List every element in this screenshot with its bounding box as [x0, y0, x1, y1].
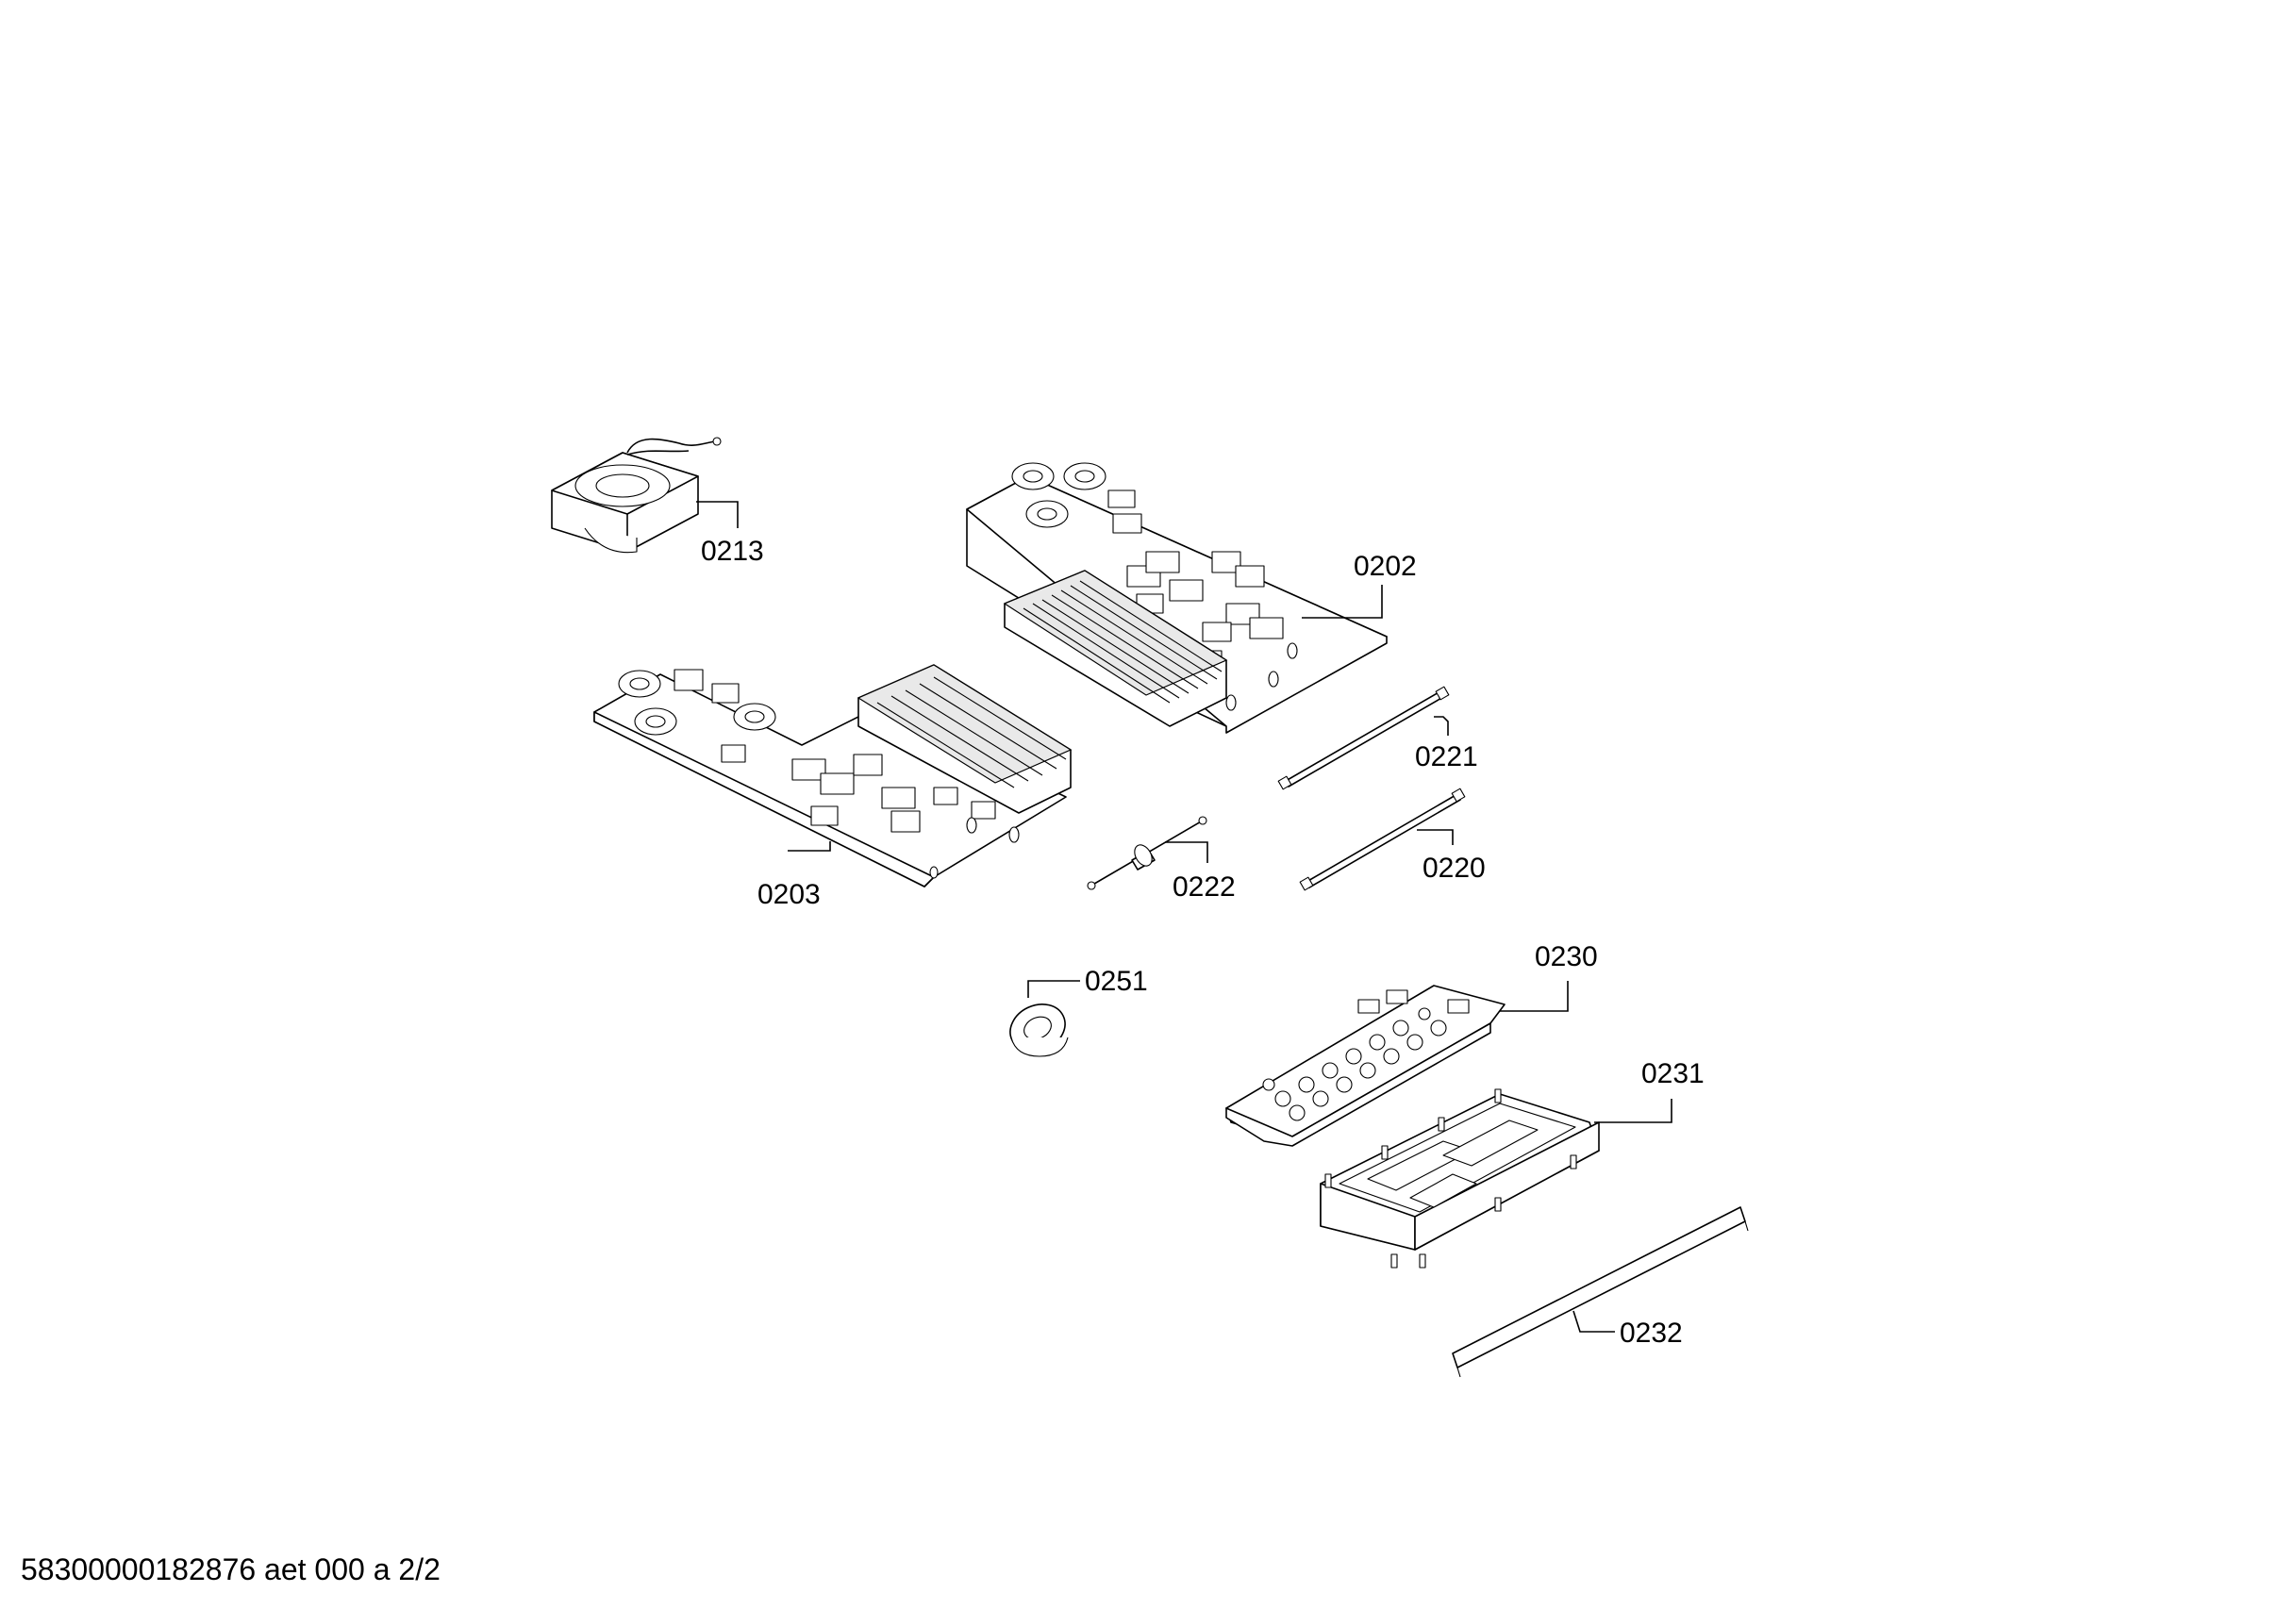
- part-0202-power-board[interactable]: [966, 462, 1388, 734]
- label-0251: 0251: [1085, 966, 1148, 997]
- label-0202: 0202: [1354, 551, 1417, 582]
- label-0221: 0221: [1415, 741, 1478, 772]
- label-0232: 0232: [1620, 1318, 1683, 1349]
- part-0222-sensor-cable[interactable]: [1087, 816, 1208, 890]
- part-0220-cable[interactable]: [1299, 788, 1466, 891]
- part-0203-power-board[interactable]: [593, 664, 1073, 887]
- part-0221-cable[interactable]: [1277, 686, 1450, 790]
- part-0231-housing-frame[interactable]: [1320, 1088, 1672, 1269]
- label-0203: 0203: [757, 879, 821, 910]
- label-0213: 0213: [701, 536, 764, 567]
- document-code: 58300000182876 aet 000 a 2/2: [21, 1552, 441, 1586]
- part-0232-strip[interactable]: [1452, 1206, 1749, 1378]
- label-0222: 0222: [1173, 871, 1236, 903]
- label-0230: 0230: [1535, 941, 1598, 972]
- label-0220: 0220: [1423, 853, 1486, 884]
- part-0251-ferrite-ring[interactable]: [1003, 980, 1080, 1060]
- part-0213-fan[interactable]: [551, 437, 739, 554]
- label-0231: 0231: [1641, 1058, 1705, 1089]
- part-0230-control-board[interactable]: [1225, 981, 1569, 1147]
